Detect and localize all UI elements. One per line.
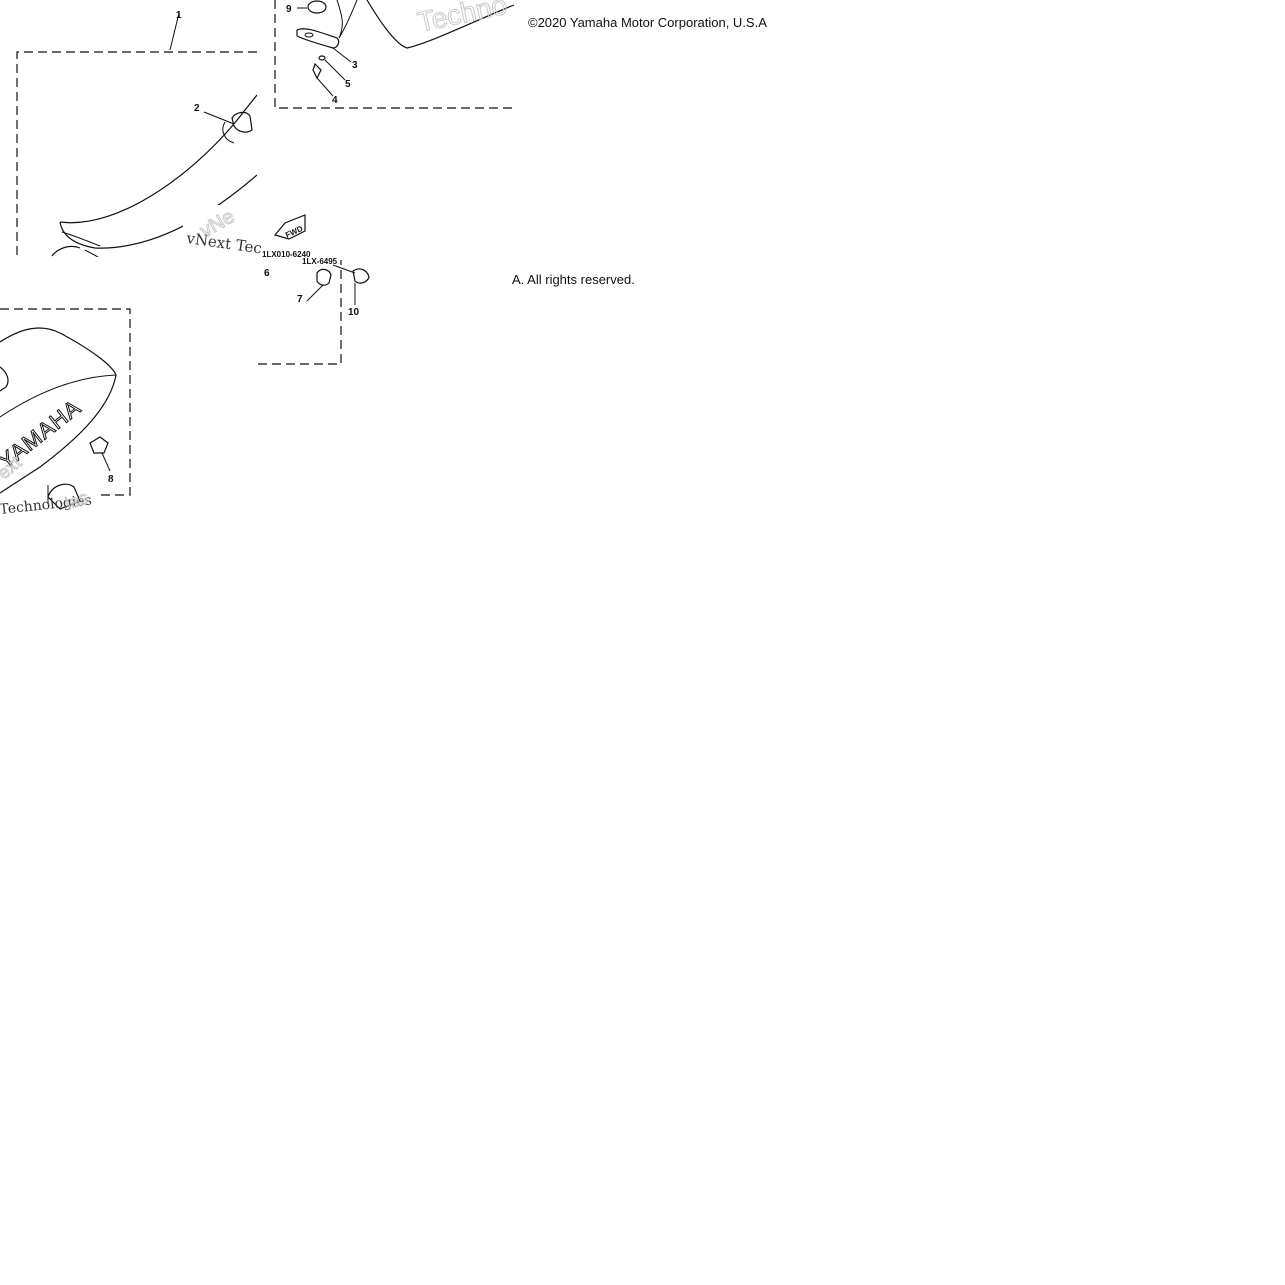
callout-8: 8 <box>108 474 114 485</box>
diagram-tile-seat-logo <box>0 257 140 517</box>
callout-6: 6 <box>264 268 270 279</box>
watermark-text-2: vNext Tec <box>184 229 263 258</box>
callout-9: 9 <box>286 4 292 15</box>
part-number-1: 1LX010-6240 <box>262 250 311 259</box>
fasteners-drawing <box>258 214 370 365</box>
copyright-bottom: A. All rights reserved. <box>512 272 635 287</box>
fwd-arrow-label: FWD <box>284 224 305 240</box>
part-number-2: 1LX-6495 <box>302 257 338 266</box>
callout-1: 1 <box>176 10 182 21</box>
diagram-tile-fasteners <box>183 205 383 370</box>
callout-5: 5 <box>345 79 351 90</box>
callout-3: 3 <box>352 60 358 71</box>
diagram-tile-bracket <box>257 0 514 120</box>
callout-7: 7 <box>297 294 303 305</box>
callout-4: 4 <box>332 95 338 106</box>
watermark-text-1: Techno <box>415 0 510 38</box>
callout-10: 10 <box>348 307 360 318</box>
bracket-drawing <box>274 0 514 109</box>
seat-drawing <box>16 12 257 257</box>
seat-logo-drawing <box>0 308 131 510</box>
copyright-top: ©2020 Yamaha Motor Corporation, U.S.A <box>528 15 767 30</box>
callout-2: 2 <box>194 103 200 114</box>
diagram-tile-seat-top <box>0 0 257 257</box>
fwd-arrow-icon <box>273 214 306 240</box>
